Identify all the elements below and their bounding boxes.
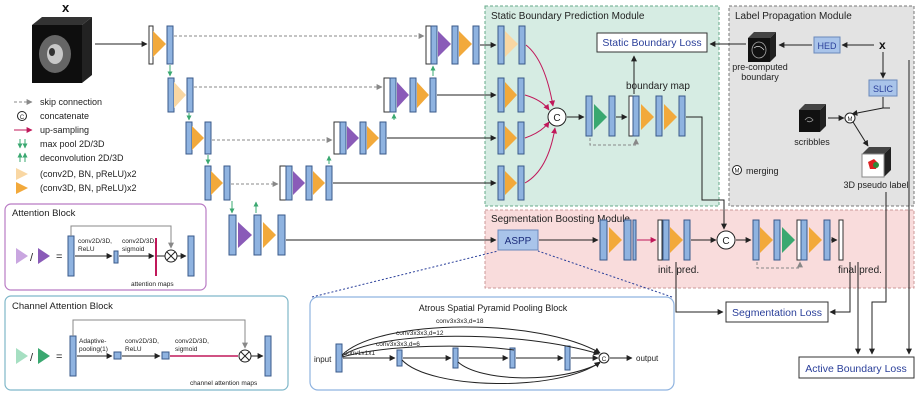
sbm-head [585, 95, 686, 137]
attention-maps-label: attention maps [131, 281, 174, 288]
merge-node [844, 112, 856, 124]
segmentation-loss-box [725, 301, 829, 323]
concat-symbol-1: C [553, 113, 560, 124]
svg-text:=: = [56, 351, 62, 363]
static-boundary-loss-box [596, 32, 708, 53]
legend-concat-symbol: C [20, 115, 25, 121]
ca-pool-line1: Adaptive- [79, 338, 106, 345]
decoder-level-2 [383, 77, 437, 113]
input-volume [32, 17, 92, 83]
merge-legend-symbol-text: M [735, 169, 740, 175]
segmentation-loss: Segmentation Loss [732, 307, 822, 319]
aspp-branch-d18: conv3x3x3,d=18 [436, 318, 484, 325]
encoder-level-2 [167, 77, 194, 113]
init-pred-label: init. pred. [658, 265, 699, 276]
ca-pool-line2: pooling(1) [79, 346, 108, 353]
att-conv2-line2: sigmoid [122, 246, 145, 253]
scribbles-label: scribbles [794, 137, 830, 147]
encoder-level-3 [185, 121, 212, 155]
boundary-map-label: boundary map [626, 81, 690, 92]
aspp-block-panel [309, 296, 675, 391]
active-boundary-loss-box [798, 356, 915, 379]
bottleneck [228, 214, 286, 256]
encoder-level-4 [204, 165, 231, 201]
concat-node-2 [716, 230, 736, 250]
static-boundary-module-title: Static Boundary Prediction Module [491, 11, 645, 22]
merging-legend: merging [746, 166, 779, 176]
precomputed-label-2: boundary [741, 72, 779, 82]
seg-skip [756, 261, 803, 269]
legend-upsample: up-sampling [40, 125, 89, 135]
segmentation-boosting-module-title: Segmentation Boosting Module [491, 214, 630, 225]
precomputed-boundary-image [748, 32, 776, 62]
legend-conv3d: (conv3D, BN, pReLU)x2 [40, 183, 137, 193]
ca-conv1-line1: conv2D/3D, [125, 338, 159, 345]
channel-attention-maps-label: channel attention maps [190, 380, 258, 387]
svg-text:/: / [30, 252, 34, 264]
sbm-branch-4 [497, 165, 525, 201]
hed-box [813, 36, 841, 54]
pseudo-label-label: 3D pseudo label [843, 180, 908, 190]
decoder-level-4 [279, 165, 333, 201]
up-4 [524, 127, 558, 184]
decoder-level-3 [333, 121, 387, 155]
hed-label: HED [817, 41, 837, 51]
encoder-level-1 [148, 25, 174, 65]
concat-node-1 [547, 107, 567, 127]
sbm-branch-1 [497, 25, 526, 65]
att-conv1-line2: ReLU [78, 246, 95, 253]
active-boundary-loss: Active Boundary Loss [805, 363, 907, 375]
label-propagation-module-title: Label Propagation Module [735, 11, 852, 22]
up-2 [524, 94, 550, 111]
legend-skip: skip connection [40, 97, 102, 107]
svg-text:=: = [56, 251, 62, 263]
aspp-input-label: input [314, 355, 332, 364]
precomputed-label-1: pre-computed [732, 62, 788, 72]
pseudo-label-image [861, 147, 891, 178]
sbm-branch-3 [497, 121, 525, 155]
ca-conv1-line2: ReLU [125, 346, 142, 353]
att-conv2-line1: conv2D/3D, [122, 238, 156, 245]
sbm-branch-2 [497, 77, 525, 113]
legend-maxpool: max pool 2D/3D [40, 139, 105, 149]
ca-conv2-line2: sigmoid [175, 346, 198, 353]
legend-concat: concatenate [40, 111, 89, 121]
aspp-branch-d12: conv3x3x3,d=12 [396, 330, 444, 337]
static-boundary-loss: Static Boundary Loss [602, 37, 701, 49]
seg-head-1 [599, 219, 637, 261]
sbm-skip [589, 138, 639, 146]
up-3 [524, 121, 550, 139]
lp-input-label: x [879, 38, 886, 52]
aspp-label: ASPP [505, 236, 532, 247]
legend-deconv: deconvolution 2D/3D [40, 153, 124, 163]
sbm-to-sbst [686, 116, 703, 165]
attention-block-title: Attention Block [12, 208, 76, 219]
concat-symbol-2: C [722, 236, 729, 247]
slic-label: SLIC [873, 84, 894, 94]
decoder-level-1 [425, 25, 480, 65]
aspp-zoom-left [311, 250, 499, 298]
aspp-concat-symbol: C [602, 356, 607, 363]
final-pred-label: final pred. [838, 265, 882, 276]
ca-conv2-line1: conv2D/3D, [175, 338, 209, 345]
aspp-output-label: output [636, 354, 659, 363]
merge-legend-symbol [732, 165, 742, 175]
aspp-branch-d6: conv3x3x3,d=6 [376, 341, 420, 348]
seg-final-head [752, 219, 844, 261]
channel-attention-block-title: Channel Attention Block [12, 301, 113, 312]
aspp-box[interactable] [497, 229, 539, 251]
att-conv1-line1: conv2D/3D, [78, 238, 112, 245]
up-1 [525, 44, 556, 107]
merge-symbol: M [848, 117, 853, 123]
aspp-branch-1x1: conv1x1x1 [344, 350, 375, 357]
slic-box [868, 79, 898, 97]
scribbles-image [799, 104, 826, 132]
aspp-block-title: Atrous Spatial Pyramid Pooling Block [419, 303, 568, 313]
svg-text:/: / [30, 352, 34, 364]
legend: skip connection C concatenate up-samplin… [14, 97, 137, 194]
legend-conv2d: (conv2D, BN, pReLU)x2 [40, 169, 137, 179]
seg-init-head [657, 219, 691, 261]
input-label: x [62, 0, 70, 15]
